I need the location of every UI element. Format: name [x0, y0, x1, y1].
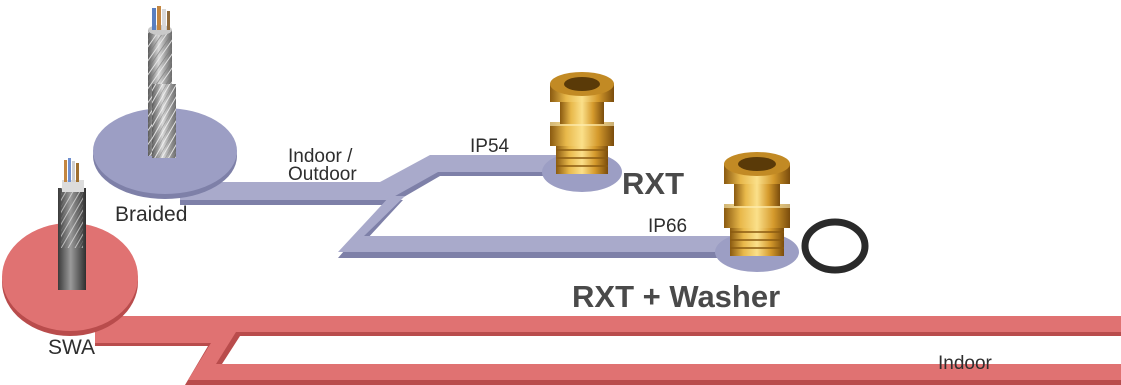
label-rxt: RXT — [622, 166, 684, 201]
label-braided: Braided — [115, 203, 187, 226]
label-indoor-outdoor-line2: Outdoor — [288, 164, 357, 185]
label-swa: SWA — [48, 336, 95, 359]
label-rxt-washer: RXT + Washer — [572, 279, 780, 314]
swa-cable-image — [58, 158, 86, 290]
label-indoor: Indoor — [938, 353, 993, 374]
rxt-washer-gland-image — [724, 152, 790, 256]
braided-path — [93, 108, 799, 272]
label-ip66: IP66 — [648, 216, 687, 237]
label-indoor-outdoor-line1: Indoor / — [288, 146, 353, 167]
rxt-gland-image — [550, 72, 614, 174]
washer-icon — [801, 218, 869, 274]
label-ip54: IP54 — [470, 136, 510, 157]
braided-cable-image — [148, 6, 176, 158]
